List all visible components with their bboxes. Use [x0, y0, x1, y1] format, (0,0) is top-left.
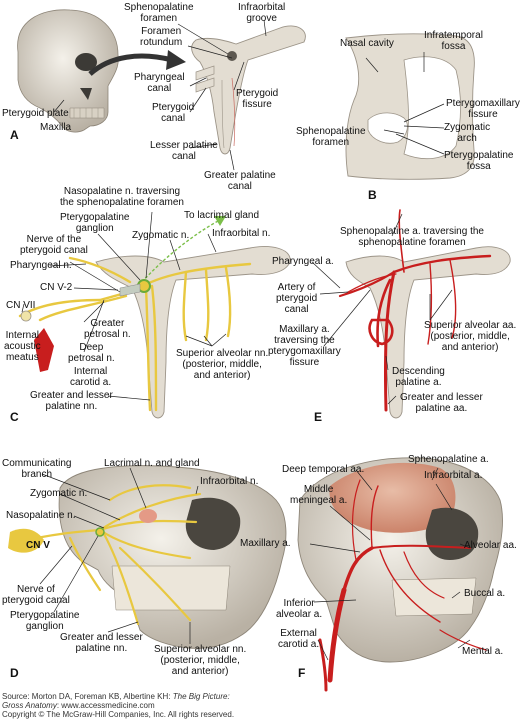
label-sphenopalatine-a-e: Sphenopalatine a. traversing the sphenop… [340, 226, 484, 248]
label-pterygoid-fissure-a: Pterygoid fissure [236, 88, 279, 110]
label-external-carotid-a-f: External carotid a. [278, 628, 320, 650]
label-lacrimal-n-gland-d: Lacrimal n. and gland [104, 458, 200, 469]
label-greater-lesser-palatine-nn-c: Greater and lesser palatine nn. [30, 390, 113, 412]
label-nasopalatine-n-d: Nasopalatine n. [6, 510, 76, 521]
label-zygomatic-n-d: Zygomatic n. [30, 488, 88, 499]
footer-source-title2: Gross Anatomy [2, 701, 57, 710]
label-pterygopalatine-ganglion-d: Pterygopalatine ganglion [10, 610, 80, 632]
label-buccal-a-f: Buccal a. [464, 588, 506, 599]
label-pharyngeal-n-c: Pharyngeal n. [10, 260, 72, 271]
label-inferior-alveolar-a-f: Inferior alveolar a. [276, 598, 323, 620]
panel-letter-a: A [10, 128, 19, 142]
label-alveolar-aa-f: Alveolar aa. [464, 540, 517, 551]
panel-letter-b: B [368, 188, 377, 202]
label-maxillary-a-e: Maxillary a. traversing the pterygomaxil… [268, 324, 341, 368]
label-superior-alveolar-nn-c: Superior alveolar nn. (posterior, middle… [176, 348, 269, 381]
footer-source-title: The Big Picture: [172, 692, 230, 701]
label-greater-lesser-palatine-aa-e: Greater and lesser palatine aa. [400, 392, 483, 414]
panel-letter-f: F [298, 666, 306, 680]
label-communicating-branch-d: Communicating branch [2, 458, 72, 480]
label-maxillary-a-f: Maxillary a. [240, 538, 291, 549]
label-pterygopalatine-fossa-b: Pterygopalatine fossa [444, 150, 514, 172]
label-pharyngeal-a-e: Pharyngeal a. [272, 256, 334, 267]
leader-lines [21, 19, 471, 661]
label-maxilla-a: Maxilla [40, 122, 72, 133]
skull-a [17, 9, 119, 133]
panel-c-art [18, 216, 291, 419]
label-pharyngeal-canal-a: Pharyngeal canal [134, 72, 185, 94]
panel-d-art [8, 465, 287, 649]
label-greater-petrosal-n-c: Greater petrosal n. [84, 318, 131, 340]
label-artery-pterygoid-canal-e: Artery of pterygoid canal [276, 282, 318, 315]
panel-b-art [345, 33, 475, 180]
label-deep-temporal-aa-f: Deep temporal aa. [282, 464, 365, 475]
label-greater-lesser-palatine-nn-d: Greater and lesser palatine nn. [60, 632, 143, 654]
label-lesser-palatine-canal-a: Lesser palatine canal [150, 140, 218, 162]
footer-copyright: Copyright © The McGraw-Hill Companies, I… [2, 710, 235, 719]
label-pterygopalatine-ganglion-c: Pterygopalatine ganglion [60, 212, 130, 234]
label-superior-alveolar-aa-e: Superior alveolar aa. (posterior, middle… [424, 320, 517, 353]
label-infraorbital-groove-a: Infraorbital groove [238, 2, 286, 24]
label-nasal-cavity-b: Nasal cavity [340, 38, 394, 49]
panel-letter-c: C [10, 410, 19, 424]
label-mental-a-f: Mental a. [462, 646, 504, 657]
label-internal-carotid-a-c: Internal carotid a. [70, 366, 112, 388]
label-foramen-rotundum-a: Foramen rotundum [140, 26, 183, 48]
skull-d [58, 465, 287, 649]
footer-source-line2: Gross Anatomy: www.accessmedicine.com [2, 701, 155, 710]
label-sphenopalatine-a-f: Sphenopalatine a. [408, 454, 489, 465]
label-pterygomaxillary-fissure-b: Pterygomaxillary fissure [446, 98, 520, 120]
label-pterygoid-plate-a: Pterygoid plate [2, 108, 69, 119]
label-nasopalatine-n-c: Nasopalatine n. traversing the sphenopal… [60, 186, 184, 208]
label-zygomatic-n-c: Zygomatic n. [132, 230, 190, 241]
label-cn-v2-c: CN V-2 [40, 282, 73, 293]
panel-letter-d: D [10, 666, 19, 680]
panel-letter-e: E [314, 410, 323, 424]
label-cn-vii-c: CN VII [6, 300, 36, 311]
panel-e-art [338, 209, 511, 419]
label-infraorbital-n-c: Infraorbital n. [212, 228, 271, 239]
label-deep-petrosal-n-c: Deep petrosal n. [68, 342, 115, 364]
label-infratemporal-fossa-b: Infratemporal fossa [424, 30, 483, 52]
footer-source-suffix: : www.accessmedicine.com [56, 701, 155, 710]
label-nerve-pterygoid-canal-d: Nerve of pterygoid canal [2, 584, 70, 606]
label-nerve-pterygoid-canal-c: Nerve of the pterygoid canal [20, 234, 88, 256]
label-to-lacrimal-gland-c: To lacrimal gland [184, 210, 260, 221]
label-superior-alveolar-nn-d: Superior alveolar nn. (posterior, middle… [154, 644, 247, 677]
label-internal-acoustic-meatus-c: Internal acoustic meatus [4, 330, 41, 363]
footer-source-prefix: Source: Morton DA, Foreman KB, Albertine… [2, 692, 173, 701]
label-sphenopalatine-foramen-a: Sphenopalatine foramen [124, 2, 194, 24]
label-greater-palatine-canal-a: Greater palatine canal [204, 170, 276, 192]
label-zygomatic-arch-b: Zygomatic arch [444, 122, 491, 144]
temporal-muscle-f [329, 462, 456, 533]
label-middle-meningeal-a-f: Middle meningeal a. [290, 484, 348, 506]
panel-a-art [17, 9, 306, 155]
label-cn-v-d: CN V [26, 540, 50, 551]
label-infraorbital-a-f: Infraorbital a. [424, 470, 483, 481]
footer-source: Source: Morton DA, Foreman KB, Albertine… [2, 692, 230, 701]
label-pterygoid-canal-a: Pterygoid canal [152, 102, 195, 124]
label-descending-palatine-a-e: Descending palatine a. [392, 366, 445, 388]
label-sphenopalatine-foramen-b: Sphenopalatine foramen [296, 126, 366, 148]
label-infraorbital-n-d: Infraorbital n. [200, 476, 259, 487]
